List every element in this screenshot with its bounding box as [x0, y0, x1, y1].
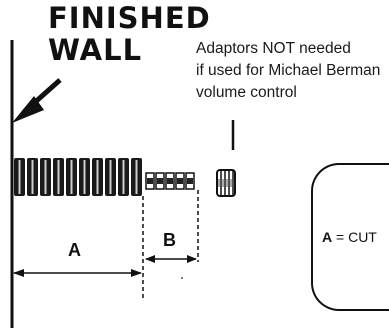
dimension-b-arrow [145, 255, 197, 263]
label-a: A [68, 240, 81, 260]
adaptor-ring-band [157, 178, 163, 184]
legend-separator: = CUT [332, 229, 377, 245]
adaptor-ring-band [177, 178, 183, 184]
legend-key: A [322, 229, 333, 245]
legend-box: A = CUT [311, 163, 389, 311]
adaptor-ring-band [167, 178, 173, 184]
finished-wall-heading: FINISHED WALL [48, 1, 211, 67]
adaptor-segment [145, 172, 195, 190]
ribbed-conduit [14, 158, 142, 196]
legend-text: A = CUT [322, 229, 377, 245]
adaptor-ring-band [147, 178, 153, 184]
wall-pointer-arrow [12, 78, 62, 123]
dimension-a-arrow [13, 269, 142, 277]
adaptor-ring-band [187, 178, 193, 184]
volume-control-knob [216, 169, 236, 197]
label-b: B [163, 230, 176, 250]
adaptor-note: Adaptors NOT needed if used for Michael … [196, 40, 381, 101]
